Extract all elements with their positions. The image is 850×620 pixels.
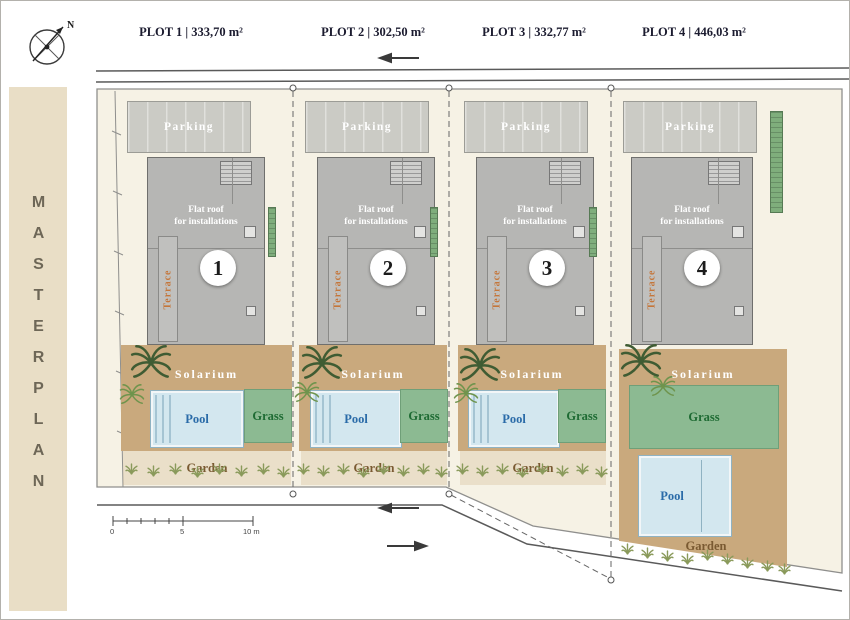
plot-3-stairs xyxy=(549,161,581,185)
plot-2-pool-label: Pool xyxy=(344,411,368,426)
compass-icon: N xyxy=(29,20,75,65)
scale-label-10m: 10 m xyxy=(243,527,260,536)
plot-1-terrace: Terrace xyxy=(158,236,178,342)
traffic-arrow-top xyxy=(377,52,419,64)
traffic-arrow-road-left xyxy=(377,502,419,514)
plot-2-pool: Pool xyxy=(310,390,402,448)
header-plot-4: PLOT 4 | 446,03 m² xyxy=(642,25,746,39)
compass-north-label: N xyxy=(67,20,75,31)
plot-2-parking-label: Parking xyxy=(341,121,393,133)
plot-4-pool-label: Pool xyxy=(660,488,684,503)
plot-3-garden-label: Garden xyxy=(512,460,554,475)
plot-1-building: Flat roof for installations Terrace 1 xyxy=(147,157,265,345)
plot-3-hedge xyxy=(589,207,597,257)
plot-3-flat-roof-label: Flat roof for installations xyxy=(503,205,567,227)
plot-2-building: Flat roof for installations Terrace 2 xyxy=(317,157,435,345)
plot-4-solarium-label: Solarium xyxy=(671,367,735,381)
plot-boundary-lines xyxy=(292,91,612,580)
plot-3-pool-label: Pool xyxy=(502,411,526,426)
plot-2-grass: Grass xyxy=(400,389,448,443)
plot-4-roof-unit xyxy=(734,306,744,316)
plot-2-stairs xyxy=(390,161,422,185)
boundary-markers xyxy=(289,84,615,584)
plot-1-parking-label: Parking xyxy=(163,121,215,133)
plot-4-flat-roof-label: Flat roof for installations xyxy=(660,205,724,227)
plot-4-roof-unit xyxy=(732,226,744,238)
plot-3-terrace: Terrace xyxy=(487,236,507,342)
plot-1-pool: Pool xyxy=(150,390,244,448)
plot-4-parking: Parking xyxy=(623,101,757,153)
plot-1-parking: Parking xyxy=(127,101,251,153)
header-plot-2: PLOT 2 | 302,50 m² xyxy=(321,25,425,39)
plot-1-roof-unit xyxy=(244,226,256,238)
plot-4-garden-label: Garden xyxy=(685,539,727,553)
plot-4-building: Flat roof for installations Terrace 4 xyxy=(631,157,753,345)
plot-3-roof-unit xyxy=(575,306,585,316)
plot-3-pool: Pool xyxy=(468,390,560,448)
plot-1-flat-roof-label: Flat roof for installations xyxy=(174,205,238,227)
plot-4-grass-label: Grass xyxy=(688,409,720,424)
plot-1-number-badge: 1 xyxy=(200,250,236,286)
plot-3-garden: Garden xyxy=(460,451,606,485)
plot-3-parking: Parking xyxy=(464,101,588,153)
plot-2-parking: Parking xyxy=(305,101,429,153)
plot-3-grass: Grass xyxy=(558,389,606,443)
header-plot-3: PLOT 3 | 332,77 m² xyxy=(482,25,586,39)
plot-3-number-badge: 3 xyxy=(529,250,565,286)
plot-2-garden-label: Garden xyxy=(353,460,395,475)
scale-label-0: 0 xyxy=(110,527,115,536)
plot-1-grass-label: Grass xyxy=(252,408,284,423)
plot-2-roof-unit xyxy=(414,226,426,238)
top-road xyxy=(95,67,849,83)
scale-label-5: 5 xyxy=(180,527,185,536)
plot-2-garden: Garden xyxy=(301,451,447,485)
header-plot-1: PLOT 1 | 333,70 m² xyxy=(139,25,243,39)
plot-2-flat-roof-label: Flat roof for installations xyxy=(344,205,408,227)
plot-1-roof-unit xyxy=(246,306,256,316)
plot-3-parking-label: Parking xyxy=(500,121,552,133)
plot-2-number-badge: 2 xyxy=(370,250,406,286)
page-title: MASTERPLAN xyxy=(30,194,47,504)
scale-bar xyxy=(112,516,254,526)
plot-4-terrace: Terrace xyxy=(642,236,662,342)
plot-1-garden: Garden xyxy=(123,451,291,485)
plot-4-hedge xyxy=(770,111,783,213)
plot-3-building: Flat roof for installations Terrace 3 xyxy=(476,157,594,345)
plot-1-grass: Grass xyxy=(244,389,292,443)
plot-3-roof-unit xyxy=(573,226,585,238)
plot-2-solarium-label: Solarium xyxy=(341,367,405,381)
plot-1-hedge xyxy=(268,207,276,257)
traffic-arrow-road-right xyxy=(387,540,429,552)
plot-4-number-badge: 4 xyxy=(684,250,720,286)
plot-2-hedge xyxy=(430,207,438,257)
plot-2-roof-unit xyxy=(416,306,426,316)
plot-4-pool: Pool xyxy=(638,455,732,537)
plot-3-solarium-label: Solarium xyxy=(500,367,564,381)
plot-4-grass: Grass xyxy=(629,385,779,449)
bottom-road xyxy=(97,504,843,592)
plot-1-solarium-label: Solarium xyxy=(174,367,239,381)
sidebar: MASTERPLAN xyxy=(9,87,67,611)
plot-4-stairs xyxy=(708,161,740,185)
plot-2-grass-label: Grass xyxy=(408,408,440,423)
plot-2-terrace: Terrace xyxy=(328,236,348,342)
plot-3-grass-label: Grass xyxy=(566,408,598,423)
plot-4-parking-label: Parking xyxy=(664,121,716,133)
plot-1-garden-label: Garden xyxy=(186,460,228,475)
plot-1-stairs xyxy=(220,161,252,185)
plot-1-pool-label: Pool xyxy=(185,411,209,426)
